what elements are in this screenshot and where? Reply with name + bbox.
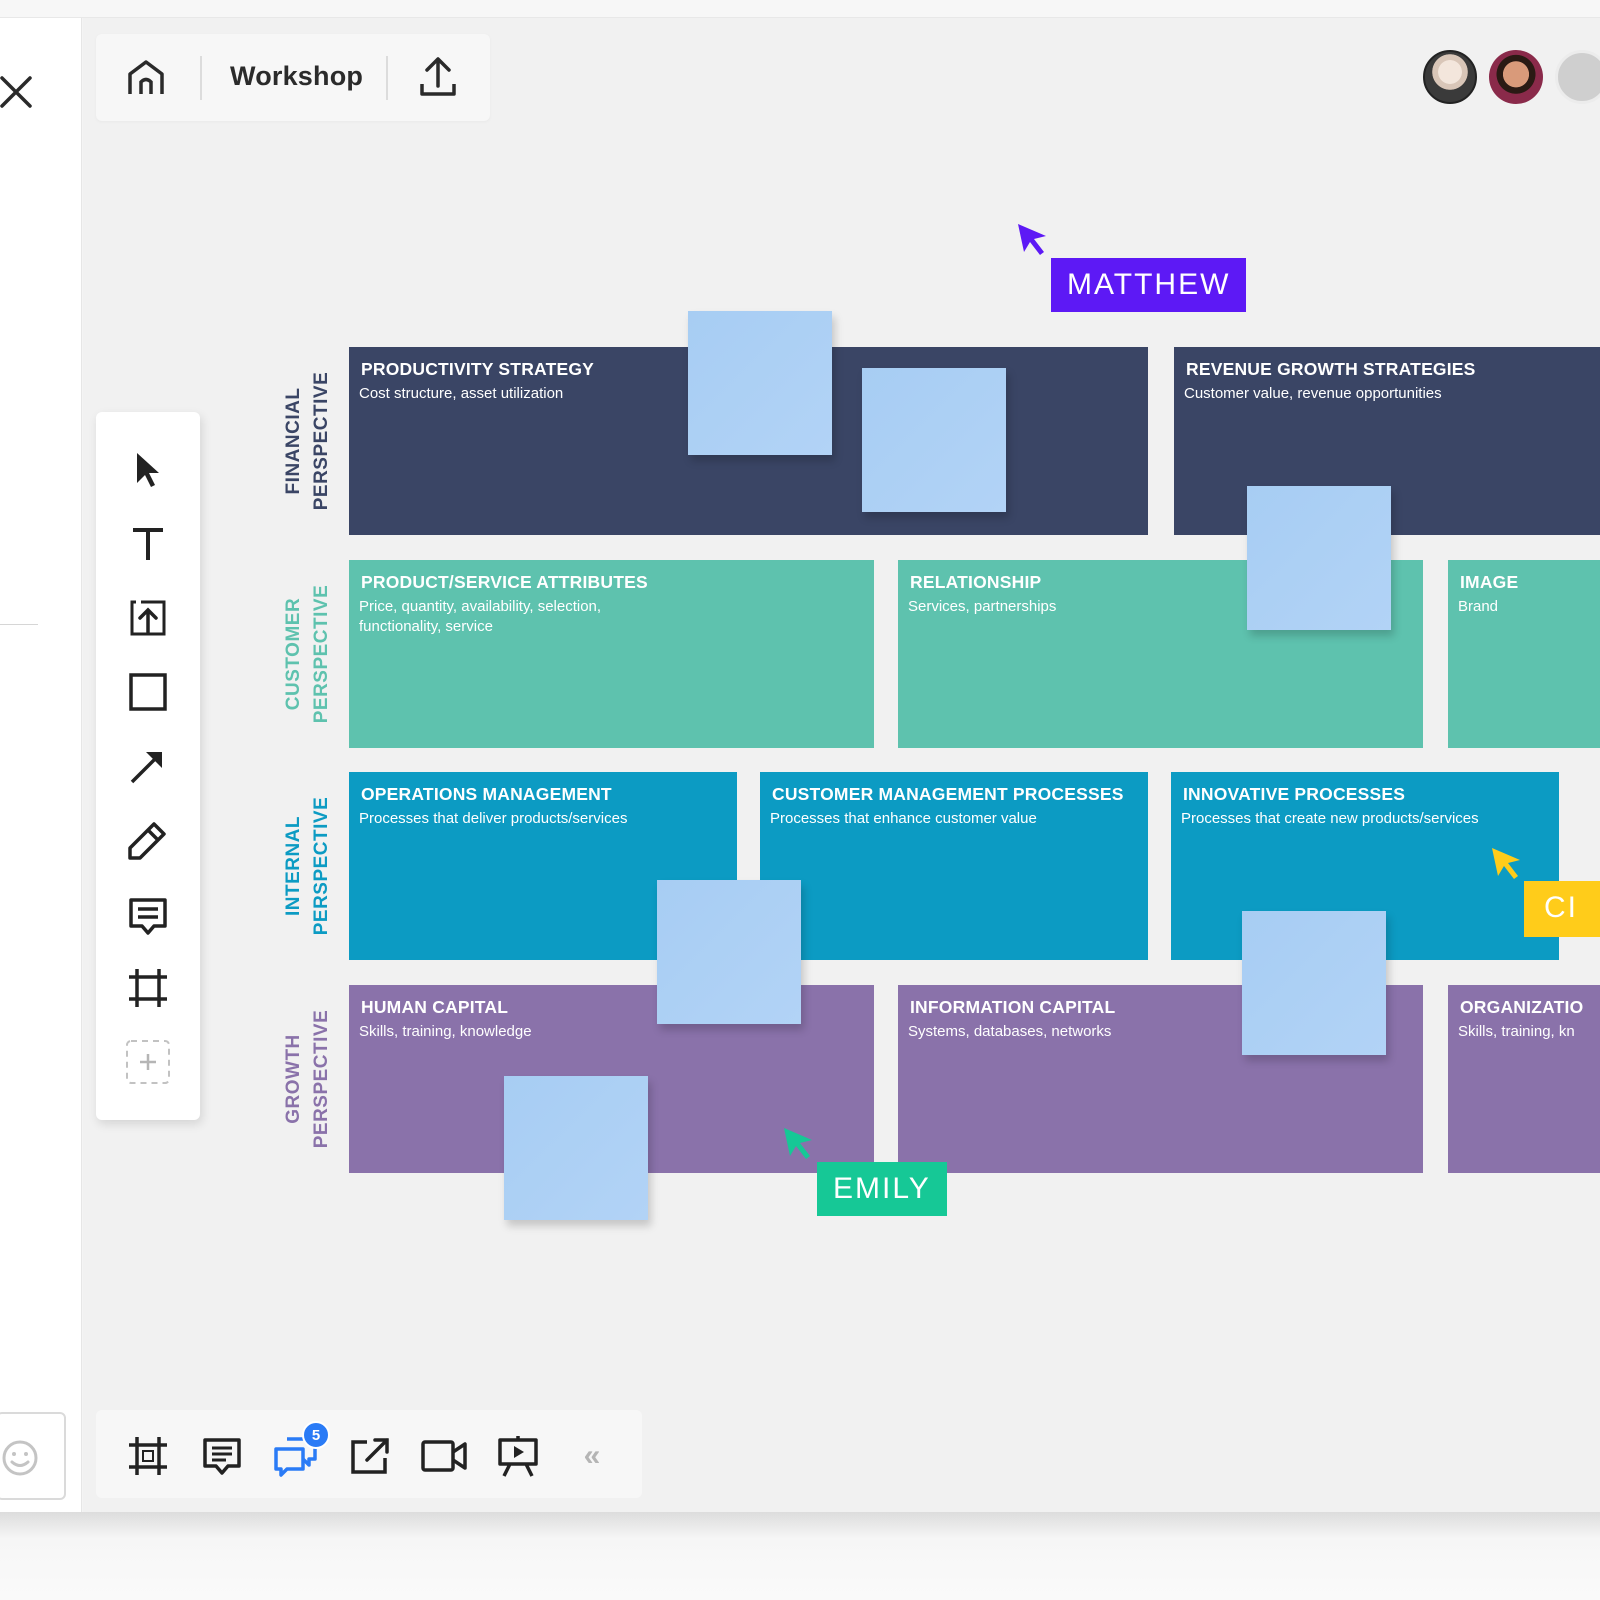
sticky-note[interactable] [862, 368, 1006, 512]
smiley-icon [2, 1440, 38, 1476]
card-subtitle: Cost structure, asset utilization [359, 385, 564, 402]
video-icon[interactable] [420, 1432, 468, 1480]
card-customer-management[interactable]: CUSTOMER MANAGEMENT PROCESSES Processes … [760, 772, 1148, 960]
card-subtitle: Services, partnerships [908, 598, 1057, 615]
card-product-service-attributes[interactable]: PRODUCT/SERVICE ATTRIBUTES Price, quanti… [349, 560, 874, 748]
cursor-label-matthew: MATTHEW [1051, 258, 1247, 312]
select-tool-icon[interactable] [122, 444, 174, 496]
close-icon[interactable] [0, 76, 34, 110]
card-title: RELATIONSHIP [910, 572, 1042, 592]
cursor-arrow-icon [1018, 224, 1046, 255]
cursor-arrow-icon [1492, 848, 1520, 879]
bottom-bar: « [96, 1410, 642, 1498]
card-title: INNOVATIVE PROCESSES [1183, 784, 1406, 804]
left-panel [0, 18, 82, 1512]
avatar[interactable] [1555, 50, 1600, 104]
card-revenue-growth[interactable]: REVENUE GROWTH STRATEGIES Customer value… [1174, 347, 1600, 535]
presentation-icon[interactable] [494, 1432, 542, 1480]
frame-tool-icon[interactable] [122, 962, 174, 1014]
cursor-label-third: CI [1524, 881, 1600, 937]
avatar[interactable] [1423, 50, 1477, 104]
card-title: REVENUE GROWTH STRATEGIES [1186, 359, 1476, 379]
card-subtitle: Price, quantity, availability, selection… [359, 598, 602, 635]
sticky-note[interactable] [504, 1076, 648, 1220]
card-subtitle: Brand [1458, 598, 1499, 615]
window-bottom-edge [0, 1512, 1600, 1600]
comments-icon[interactable] [198, 1432, 246, 1480]
card-title: HUMAN CAPITAL [361, 997, 509, 1017]
card-subtitle: Skills, training, knowledge [359, 1023, 532, 1040]
panel-divider [0, 624, 38, 625]
cursor-label-emily: EMILY [817, 1162, 947, 1216]
card-organization-capital[interactable]: ORGANIZATIO Skills, training, kn [1448, 985, 1600, 1173]
sticky-note[interactable] [688, 311, 832, 455]
card-subtitle: Customer value, revenue opportunities [1184, 385, 1442, 402]
window-top-strip [0, 0, 1600, 18]
board-title[interactable]: Workshop [230, 61, 364, 91]
rectangle-tool-icon[interactable] [122, 666, 174, 718]
card-subtitle: Systems, databases, networks [908, 1023, 1112, 1040]
card-title: PRODUCT/SERVICE ATTRIBUTES [361, 572, 648, 592]
card-title: CUSTOMER MANAGEMENT PROCESSES [772, 784, 1124, 804]
divider [200, 56, 202, 100]
card-title: PRODUCTIVITY STRATEGY [361, 359, 595, 379]
chat-badge: 5 [302, 1421, 330, 1449]
card-subtitle: Skills, training, kn [1458, 1023, 1575, 1040]
share-screen-icon[interactable] [346, 1432, 394, 1480]
top-bar: Workshop [96, 34, 490, 121]
cursor-arrow-icon [784, 1128, 812, 1159]
card-subtitle: Processes that enhance customer value [770, 810, 1037, 827]
card-subtitle: Processes that deliver products/services [359, 810, 628, 827]
emoji-button[interactable] [0, 1412, 66, 1500]
frames-icon[interactable] [124, 1432, 172, 1480]
tool-palette [96, 412, 200, 1120]
card-image[interactable]: IMAGE Brand [1448, 560, 1600, 748]
add-tool-icon[interactable] [122, 1036, 174, 1088]
card-title: IMAGE [1460, 572, 1519, 592]
arrow-tool-icon[interactable] [122, 740, 174, 792]
collapse-icon[interactable]: « [583, 1439, 601, 1472]
sticky-note[interactable] [1242, 911, 1386, 1055]
text-tool-icon[interactable] [122, 518, 174, 570]
sticky-note[interactable] [657, 880, 801, 1024]
sticky-note[interactable] [1247, 486, 1391, 630]
card-title: ORGANIZATIO [1460, 997, 1584, 1017]
home-icon[interactable] [126, 58, 166, 103]
card-title: OPERATIONS MANAGEMENT [361, 784, 612, 804]
upload-icon[interactable] [418, 56, 458, 103]
pen-tool-icon[interactable] [122, 814, 174, 866]
comment-tool-icon[interactable] [122, 890, 174, 942]
avatar[interactable] [1489, 50, 1543, 104]
card-title: INFORMATION CAPITAL [910, 997, 1116, 1017]
divider [386, 56, 388, 100]
card-subtitle: Processes that create new products/servi… [1181, 810, 1479, 827]
board-canvas[interactable] [83, 18, 1600, 1512]
upload-tool-icon[interactable] [122, 592, 174, 644]
